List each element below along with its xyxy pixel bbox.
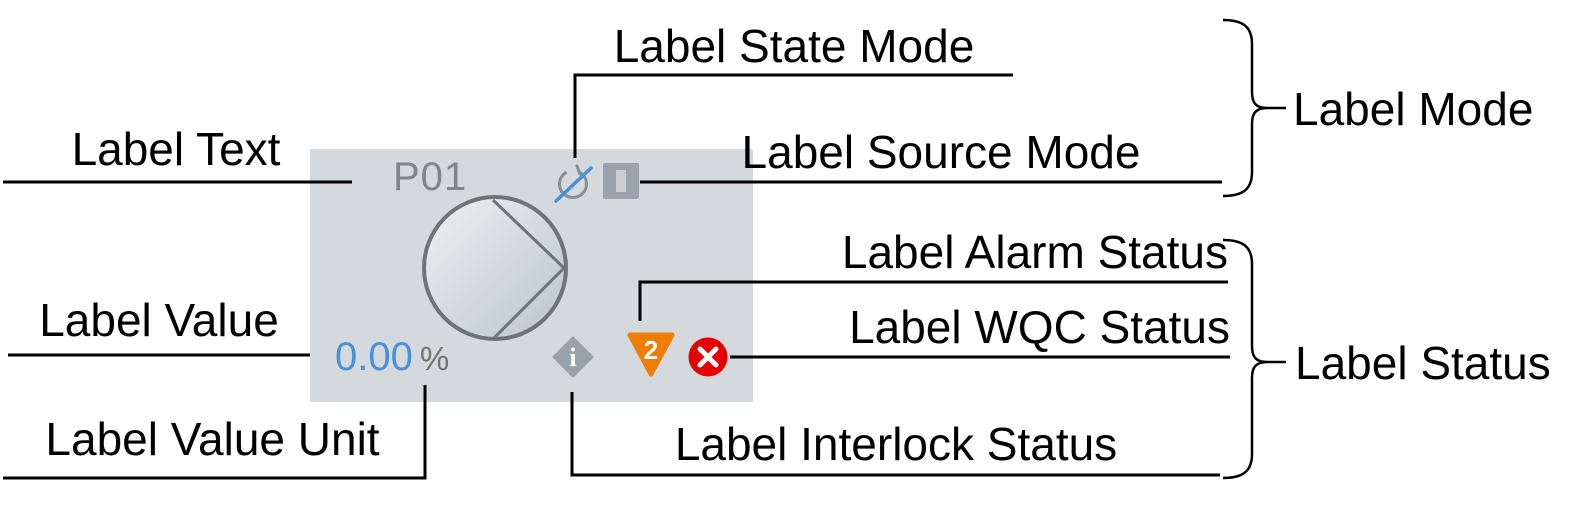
annotation-label-value-unit: Label Value Unit xyxy=(45,413,380,465)
annotation-label-source-mode: Label Source Mode xyxy=(741,126,1141,178)
pump-symbol-icon xyxy=(422,195,568,342)
source-mode-icon xyxy=(603,163,639,199)
state-mode-icon xyxy=(554,164,593,203)
value-unit-text: % xyxy=(419,340,450,377)
annotation-label-value: Label Value xyxy=(39,294,279,346)
alarm-status-icon: 2 xyxy=(627,332,675,377)
wqc-status-icon xyxy=(688,337,728,377)
value-row: 0.00% xyxy=(335,337,449,377)
tag-text: P01 xyxy=(393,155,468,199)
value-text: 0.00 xyxy=(335,335,413,379)
source-mode-bar xyxy=(616,170,626,192)
annotation-label-state-mode: Label State Mode xyxy=(613,20,975,72)
interlock-glyph: i xyxy=(569,343,576,372)
pump-widget[interactable]: P01 0.00% xyxy=(310,149,753,402)
annotation-label-wqc-status: Label WQC Status xyxy=(849,301,1230,353)
interlock-status-icon: i xyxy=(552,336,594,378)
annotation-label-alarm-status: Label Alarm Status xyxy=(841,226,1228,278)
annotation-label-interlock-status: Label Interlock Status xyxy=(674,418,1118,470)
annotation-label-status: Label Status xyxy=(1295,337,1551,389)
annotation-label-text: Label Text xyxy=(71,123,281,175)
alarm-count: 2 xyxy=(644,335,658,365)
annotation-label-mode: Label Mode xyxy=(1293,83,1534,135)
